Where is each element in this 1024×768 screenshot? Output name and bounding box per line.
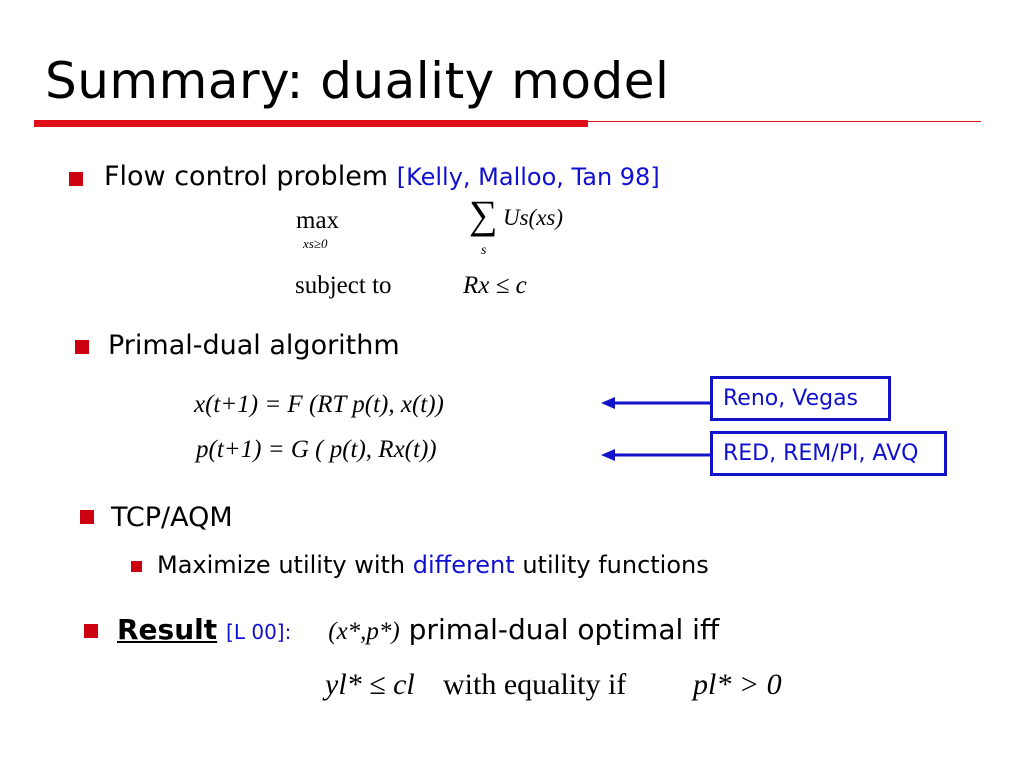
dual-update-equation: p(t+1) = G ( p(t), Rx(t)) [196, 436, 437, 463]
title-underline-thin [588, 121, 981, 122]
result-math: (x*,p*) [328, 618, 400, 645]
sub-bullet-maximize: Maximize utility with different utility … [157, 551, 709, 579]
result-ref: [L 00]: [226, 620, 292, 644]
bullet-marker [80, 510, 94, 524]
maximize-pre: Maximize utility with [157, 551, 406, 579]
page-title: Summary: duality model [45, 52, 670, 110]
bullet-marker [75, 340, 89, 354]
subject-to-label: subject to [295, 272, 392, 299]
flow-control-ref: [Kelly, Malloo, Tan 98] [396, 163, 660, 191]
arrow-to-dual [601, 449, 711, 461]
constraint: Rx ≤ c [463, 272, 527, 299]
bullet-flow-control: Flow control problem [Kelly, Malloo, Tan… [104, 161, 660, 192]
bullet-marker [69, 172, 83, 186]
bullet-result: Result [L 00]: (x*,p*) primal-dual optim… [117, 613, 719, 646]
bullet-tcp-aqm: TCP/AQM [111, 502, 233, 533]
bullet-marker [84, 624, 98, 638]
sub-bullet-marker [131, 561, 142, 572]
objective-function: Us(xs) [503, 205, 564, 230]
condition-middle: with equality if [443, 668, 627, 701]
bullet-primal-dual: Primal-dual algorithm [108, 330, 400, 361]
aqm-algorithms-box: RED, REM/PI, AVQ [710, 431, 947, 476]
max-operator: max [296, 207, 340, 234]
arrow-to-primal [601, 397, 711, 409]
maximize-highlight: different [412, 551, 515, 579]
result-label: Result [117, 613, 218, 646]
tcp-algorithms-box: Reno, Vegas [710, 376, 891, 421]
sum-symbol: ∑ [469, 192, 498, 237]
condition-left: yl* ≤ cl [325, 668, 415, 701]
flow-control-text: Flow control problem [104, 161, 389, 192]
primal-update-equation: x(t+1) = F (RT p(t), x(t)) [194, 391, 444, 418]
result-text: primal-dual optimal iff [408, 613, 720, 646]
title-underline-thick [34, 120, 588, 127]
maximize-post: utility functions [522, 551, 709, 579]
max-subscript: xs≥0 [303, 236, 328, 251]
condition-right: pl* > 0 [693, 668, 782, 701]
sum-subscript: s [481, 243, 487, 258]
